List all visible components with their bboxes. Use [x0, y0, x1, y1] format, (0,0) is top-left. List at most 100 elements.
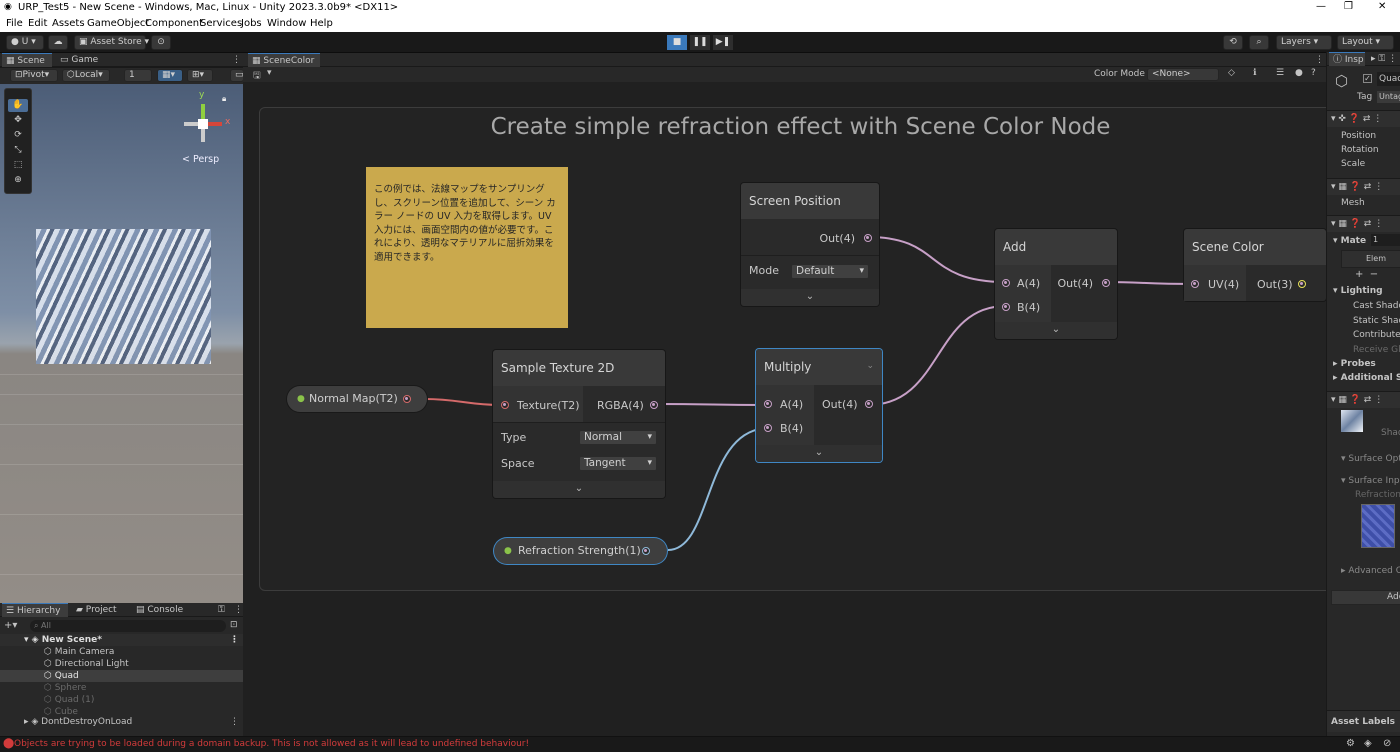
layout-dropdown[interactable]: Layout ▾: [1337, 35, 1394, 50]
menu-file[interactable]: File: [6, 18, 23, 29]
menu-help[interactable]: Help: [310, 18, 333, 29]
status-message[interactable]: Objects are trying to be loaded during a…: [14, 739, 530, 749]
cache-icon[interactable]: ◈: [1364, 738, 1372, 749]
additional-settings-foldout[interactable]: ▸ Additional Settings: [1333, 373, 1400, 383]
cloud-icon[interactable]: ☁: [48, 35, 68, 50]
output-port[interactable]: [650, 401, 658, 409]
local-dropdown[interactable]: ⬡Local▾: [62, 69, 110, 82]
node-screen-position[interactable]: Screen Position Out(4) Mode Default ⌄: [741, 183, 879, 306]
active-checkbox[interactable]: ✓: [1363, 74, 1372, 83]
grid-size-field[interactable]: 1: [124, 69, 152, 82]
menu-jobs[interactable]: Jobs: [241, 18, 262, 29]
chevron-down-icon[interactable]: ⌄: [741, 289, 879, 306]
more-options-icon[interactable]: ⋮: [230, 717, 239, 727]
chevron-down-icon[interactable]: ⌄: [995, 322, 1117, 339]
output-port[interactable]: [1298, 280, 1306, 288]
pivot-dropdown[interactable]: ⊡Pivot▾: [10, 69, 58, 82]
hierarchy-search-input[interactable]: ⌕ All: [30, 620, 226, 632]
add-remove-buttons[interactable]: + −: [1355, 269, 1379, 280]
color-mode-dropdown[interactable]: <None>: [1147, 68, 1219, 81]
code-view-icon[interactable]: ◇: [1228, 68, 1235, 78]
input-port[interactable]: [1002, 303, 1010, 311]
maximize-icon[interactable]: ❐: [1344, 1, 1353, 12]
graph-more-icon[interactable]: ⋮: [1315, 55, 1324, 65]
input-port[interactable]: [501, 401, 509, 409]
lock-icon[interactable]: ⚿: [218, 605, 225, 615]
chevron-down-icon[interactable]: ⌄: [756, 445, 882, 462]
account-button[interactable]: ● U ▾: [6, 35, 44, 50]
input-port[interactable]: [764, 400, 772, 408]
step-button[interactable]: ▶❚: [713, 35, 733, 50]
node-sample-texture-2d[interactable]: Sample Texture 2D Texture(T2) RGBA(4) Ty…: [493, 350, 665, 498]
tab-console[interactable]: ▤ Console: [136, 605, 184, 615]
advanced-options-foldout[interactable]: ▸ Advanced Options: [1341, 566, 1400, 576]
minimize-icon[interactable]: —: [1316, 1, 1326, 12]
shader-graph-canvas[interactable]: Create simple refraction effect with Sce…: [243, 82, 1349, 736]
tab-scenecolor[interactable]: ▦ SceneColor: [248, 53, 320, 67]
tag-dropdown[interactable]: Untagged: [1377, 91, 1400, 103]
search-services-icon[interactable]: ⊙: [151, 35, 171, 50]
more-options-icon[interactable]: ⋮: [234, 605, 243, 615]
materials-count-field[interactable]: 1: [1371, 234, 1400, 246]
list-item[interactable]: ⬡ Directional Light: [0, 658, 243, 670]
list-item[interactable]: ⬡ Quad: [0, 670, 243, 682]
more-tools-icon[interactable]: ▭: [230, 69, 244, 82]
play-button[interactable]: ■: [667, 35, 687, 50]
output-port[interactable]: [865, 400, 873, 408]
mesh-filter-header[interactable]: ▾ ▦ ❓ ⇄ ⋮: [1327, 178, 1400, 195]
panel-menu-icon[interactable]: ▸ ⚿ ⋮: [1371, 54, 1398, 64]
list-item[interactable]: ⬡ Sphere: [0, 682, 243, 694]
surface-options-foldout[interactable]: ▾ Surface Options: [1341, 454, 1400, 464]
output-port[interactable]: [1102, 279, 1110, 287]
hand-tool-icon[interactable]: ✋: [8, 99, 28, 112]
asset-labels-header[interactable]: Asset Labels: [1327, 710, 1400, 732]
material-header[interactable]: ▾ ▦ ❓ ⇄ ⋮: [1327, 391, 1400, 408]
object-name-field[interactable]: Quad: [1377, 72, 1400, 86]
scene-row[interactable]: ▾ ◈ New Scene*⋮: [0, 634, 243, 646]
group-title[interactable]: Create simple refraction effect with Sce…: [490, 114, 1111, 140]
sticky-note[interactable]: この例では、法線マップをサンプリングし、スクリーン位置を追加して、シーン カラー…: [366, 167, 568, 328]
output-port[interactable]: [642, 547, 650, 555]
lighting-foldout[interactable]: ▾ Lighting: [1333, 286, 1383, 296]
menu-window[interactable]: Window: [267, 18, 307, 29]
surface-inputs-foldout[interactable]: ▾ Surface Inputs: [1341, 476, 1400, 486]
materials-foldout[interactable]: ▾ Mate: [1333, 236, 1367, 246]
rect-tool-icon[interactable]: ⬚: [13, 160, 23, 170]
list-item[interactable]: ⬡ Main Camera: [0, 646, 243, 658]
filter-icon[interactable]: ⊡: [230, 620, 238, 630]
property-normal-map[interactable]: ● Normal Map(T2): [287, 386, 427, 412]
increment-snap-icon[interactable]: ⊞▾: [187, 69, 213, 82]
more-options-icon[interactable]: ⋮: [232, 55, 241, 65]
tab-project[interactable]: ▰ Project: [76, 605, 117, 615]
add-object-button[interactable]: +▾: [4, 620, 18, 631]
tab-game[interactable]: ▭ Game: [60, 55, 99, 65]
save-asset-icon[interactable]: 🖫︎: [253, 71, 261, 81]
normal-map-thumbnail[interactable]: [1361, 504, 1395, 548]
more-options-icon[interactable]: ⋮: [230, 635, 239, 645]
node-add[interactable]: Add A(4) B(4) Out(4) ⌄: [995, 229, 1117, 339]
debug-icon[interactable]: ⚙: [1346, 738, 1355, 749]
node-multiply[interactable]: Multiply ⌄ A(4) B(4) Out(4) ⌄: [756, 349, 882, 462]
history-icon[interactable]: ⟲: [1223, 35, 1243, 50]
rotate-tool-icon[interactable]: ⟳: [14, 130, 22, 140]
probes-foldout[interactable]: ▸ Probes: [1333, 359, 1376, 369]
scale-tool-icon[interactable]: ⤡: [14, 145, 22, 155]
menu-services[interactable]: Services: [200, 18, 243, 29]
move-tool-icon[interactable]: ✥: [14, 115, 22, 125]
type-dropdown[interactable]: Normal: [579, 430, 657, 445]
tab-scene[interactable]: ▦ Scene: [2, 53, 52, 67]
grid-snap-icon[interactable]: ▦▾: [157, 69, 183, 82]
scene-gizmo[interactable]: [178, 92, 238, 152]
close-icon[interactable]: ✕: [1378, 1, 1387, 12]
persp-label[interactable]: < Persp: [182, 154, 220, 165]
menu-component[interactable]: Component: [145, 18, 204, 29]
tab-hierarchy[interactable]: ☰ Hierarchy: [2, 603, 68, 617]
scene-viewport[interactable]: y x 🔒︎ < Persp: [0, 84, 243, 603]
info-icon[interactable]: ℹ: [1253, 68, 1257, 78]
add-component-button[interactable]: Add Component: [1331, 590, 1400, 605]
input-port[interactable]: [1002, 279, 1010, 287]
quad-object[interactable]: [36, 229, 211, 364]
preview-icon[interactable]: ●: [1295, 68, 1303, 78]
transform-header[interactable]: ▾ ✜ ❓ ⇄ ⋮: [1327, 110, 1400, 127]
output-port[interactable]: [403, 395, 411, 403]
